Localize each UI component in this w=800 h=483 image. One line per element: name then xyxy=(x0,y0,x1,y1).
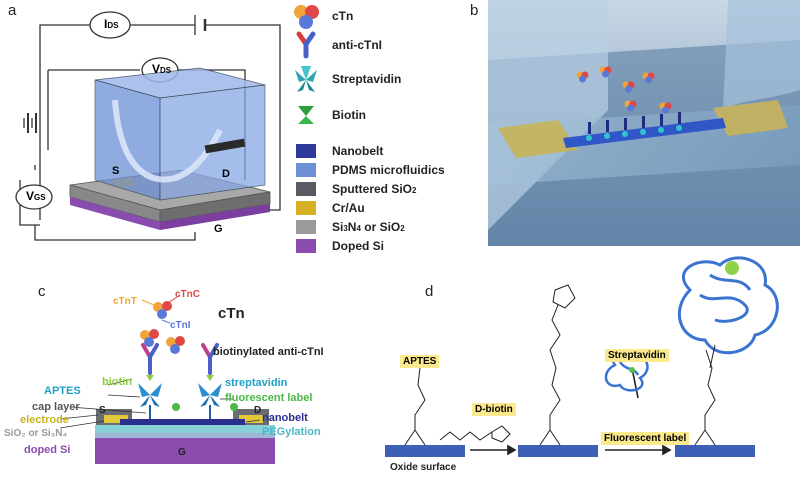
pegylation-label: PEGylation xyxy=(262,426,321,438)
antibody-icon xyxy=(296,31,316,59)
panel-a-device-schematic xyxy=(15,11,281,241)
legend-nanobelt: Nanobelt xyxy=(332,144,384,158)
vds-meter-label: VDS xyxy=(152,62,172,76)
cap-layer-label: cap layer xyxy=(32,401,80,413)
nanobelt-layer xyxy=(120,419,245,425)
drain-label: D xyxy=(222,168,230,180)
panel-d-chemistry xyxy=(385,256,779,457)
legend-anti-ctni: anti-cTnI xyxy=(332,38,382,52)
gate-label: G xyxy=(214,223,223,235)
legend-icons xyxy=(294,5,319,253)
doped-si-swatch xyxy=(296,239,316,253)
oxide-surface-label: Oxide surface xyxy=(390,462,457,473)
pdms-swatch xyxy=(296,163,316,177)
fluorescent-label: fluorescent label xyxy=(225,392,313,404)
streptavidin-large-protein-icon xyxy=(677,256,779,369)
ctnt-label: cTnT xyxy=(113,296,137,307)
panel-label-d: d xyxy=(425,283,434,300)
panel-b-3d-render xyxy=(488,0,800,246)
ctn-title: cTn xyxy=(218,305,245,322)
crau-swatch xyxy=(296,201,316,215)
doped-si-layer xyxy=(95,438,275,464)
streptavidin-label: streptavidin xyxy=(225,377,288,389)
panel-label-a: a xyxy=(8,2,17,19)
legend-doped-si: Doped Si xyxy=(332,239,385,253)
ctn-bound-right-icon xyxy=(166,336,185,354)
ctnc-label: cTnC xyxy=(175,289,200,300)
ids-meter-icon xyxy=(89,11,131,39)
sio2-label: SiO₂ or Si₃N₄ xyxy=(4,428,68,439)
biotinylated-silane-molecule xyxy=(539,284,576,446)
legend-crau: Cr/Au xyxy=(332,201,365,215)
final-silane-molecule xyxy=(694,349,716,446)
legend-sio2: Sputtered SiO2 xyxy=(332,182,417,196)
legend-ctn: cTn xyxy=(332,9,354,23)
legend-biotin: Biotin xyxy=(332,108,366,122)
biotinylated-label: biotinylated anti-cTnI xyxy=(213,346,324,358)
oxide-surface-1 xyxy=(385,445,465,457)
aptes-box-label: APTES xyxy=(400,355,440,368)
panel-c-g-label: G xyxy=(178,447,186,458)
legend-pdms: PDMS microfluidics xyxy=(332,163,445,177)
ctni-label: cTnI xyxy=(170,320,191,331)
si3n4-swatch xyxy=(296,220,316,234)
streptavidin-icon xyxy=(295,66,317,92)
ctn-cluster-icon xyxy=(294,5,319,29)
ids-meter-label: IDS xyxy=(104,17,119,31)
dbiotin-molecule xyxy=(439,425,511,443)
surface-molecules xyxy=(586,112,682,141)
streptavidin-right-icon xyxy=(198,383,222,407)
doped-si-label: doped Si xyxy=(24,444,71,456)
source-label: S xyxy=(112,165,120,177)
antibody-left-icon xyxy=(141,343,159,375)
nanobelt-label: nanobelt xyxy=(262,412,308,424)
left-electrode xyxy=(104,415,128,423)
fluorescent-label-ball xyxy=(725,261,739,275)
streptavidin-left-icon xyxy=(138,383,162,407)
panel-label-b: b xyxy=(470,2,479,19)
aptes-label: APTES xyxy=(44,385,81,397)
panel-c-layer-schematic xyxy=(59,294,275,464)
dbiotin-box-label: D-biotin xyxy=(472,403,516,416)
panel-c-s-label: S xyxy=(99,405,106,416)
oxide-surface-3 xyxy=(675,445,755,457)
aptes-molecule xyxy=(404,367,426,446)
ctn-bound-left-icon xyxy=(140,329,159,347)
electrode-label: electrode xyxy=(20,414,69,426)
ctn-top-cluster-icon xyxy=(153,301,172,319)
biotin-icon xyxy=(298,106,314,124)
legend-streptavidin: Streptavidin xyxy=(332,72,402,86)
panel-label-c: c xyxy=(38,283,46,300)
sio2-layer xyxy=(95,425,275,433)
floating-ctn-clusters xyxy=(576,66,672,114)
biotin-label: biotin xyxy=(102,376,132,388)
fluorescent-box-label: Fluorescent label xyxy=(601,432,690,445)
legend-si3n4: Si3N4 or SiO2 xyxy=(332,220,405,234)
panel-c-d-label: D xyxy=(254,405,262,416)
vgs-meter-label: VGS xyxy=(26,189,46,203)
oxide-surface-2 xyxy=(518,445,598,457)
vgs-meter-icon xyxy=(15,184,53,210)
right-electrode xyxy=(239,415,263,423)
sio2-swatch xyxy=(296,182,316,196)
streptavidin-box-label: Streptavidin xyxy=(605,349,669,362)
antibody-right-icon xyxy=(201,343,219,375)
nanobelt-swatch xyxy=(296,144,316,158)
